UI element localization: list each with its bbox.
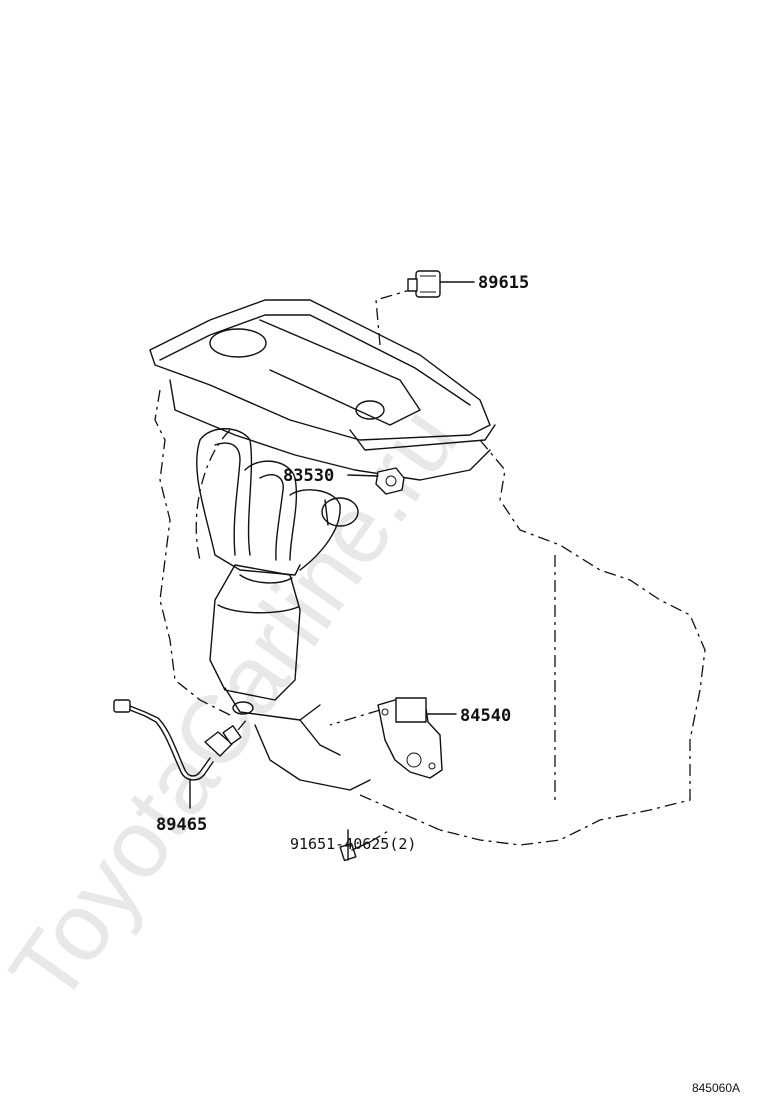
part-label-83530[interactable]: 83530 <box>283 466 334 486</box>
part-89615-sensor <box>407 270 475 298</box>
part-89465-oxygen-sensor <box>113 699 249 809</box>
exhaust-manifold <box>196 428 359 576</box>
part-label-91651-40625[interactable]: 91651-40625(2) <box>290 835 416 853</box>
diagram-code: 845060A <box>692 1081 740 1095</box>
part-84540-switch <box>329 697 457 831</box>
part-label-89465[interactable]: 89465 <box>156 815 207 835</box>
part-91651-bolt <box>339 829 391 862</box>
part-label-84540[interactable]: 84540 <box>460 706 511 726</box>
valve-cover <box>149 299 496 481</box>
catalytic-converter <box>209 564 371 791</box>
part-83530-switch <box>347 467 405 495</box>
part-label-89615[interactable]: 89615 <box>478 273 529 293</box>
